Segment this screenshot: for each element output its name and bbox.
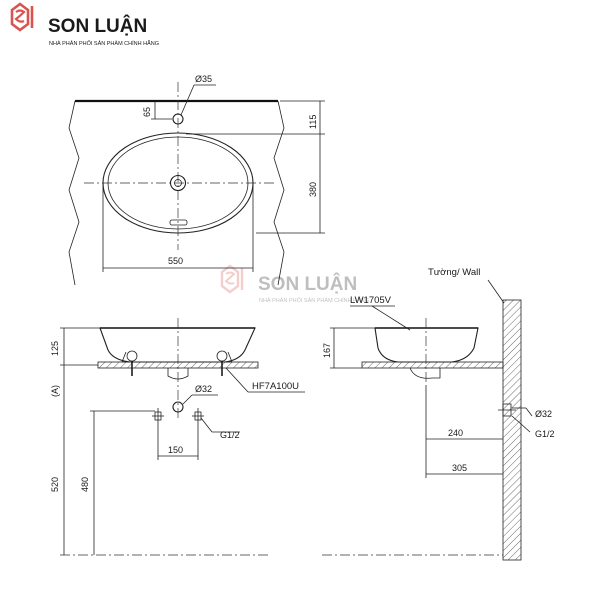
front-drain-pipe xyxy=(167,368,189,380)
side-dim-wall-to-center-label: 305 xyxy=(452,463,467,473)
brand-logo: SON LUẬN NHÀ PHÂN PHỐI SẢN PHẨM CHÍNH HÃ… xyxy=(10,2,159,47)
side-dim-wall-to-drain-label: 240 xyxy=(448,428,463,438)
side-view: Tường/ Wall LW1705V 167 Ø32 G1/2 240 xyxy=(322,267,555,561)
side-basin-body xyxy=(374,327,479,363)
side-counter-slab xyxy=(361,361,504,369)
front-dim-floor-to-counter-label: 520 xyxy=(50,477,60,492)
front-drain-outlet xyxy=(172,401,184,413)
front-dim-height-label: 125 xyxy=(50,341,60,356)
brand-name: SON LUẬN xyxy=(48,15,147,37)
wall-label-leader xyxy=(487,279,505,304)
watermark-mark-icon xyxy=(220,264,244,294)
dim-width-label: 550 xyxy=(168,256,183,266)
mounting-bracket-right-icon xyxy=(216,350,233,376)
front-counter-slab xyxy=(97,361,259,369)
front-dim-a-label: (A) xyxy=(50,385,60,397)
wall xyxy=(502,299,522,561)
brand-tagline: NHÀ PHÂN PHỐI SẢN PHẨM CHÍNH HÃNG xyxy=(49,40,159,47)
side-drain-diameter-label: Ø32 xyxy=(535,409,552,419)
front-dim-floor-to-drain-label: 480 xyxy=(80,477,90,492)
dim-top-to-center-label: 115 xyxy=(308,115,318,129)
basin-model-label: LW1705V xyxy=(350,295,392,306)
mounting-bracket-left-icon xyxy=(121,350,138,376)
logo-mark-icon xyxy=(10,2,34,32)
inlet-right-icon xyxy=(192,408,204,424)
overflow-slot xyxy=(169,219,188,226)
drain-model-label: HF7A100U xyxy=(252,381,299,392)
front-inlet-spacing-label: 150 xyxy=(168,445,183,455)
watermark-tagline: NHÀ PHÂN PHỐI SẢN PHẨM CHÍNH HÃNG xyxy=(259,297,369,304)
hole-diameter-label: Ø35 xyxy=(195,74,212,84)
watermark-logo: SON LUẬN NHÀ PHÂN PHỐI SẢN PHẨM CHÍNH HÃ… xyxy=(220,264,369,304)
drain-model-leader xyxy=(225,367,249,393)
dim-hole-offset-label: 65 xyxy=(142,107,152,117)
front-inlet-thread-label: G1/2 xyxy=(220,430,240,440)
top-view: Ø35 65 115 380 550 xyxy=(68,74,325,286)
break-line-right xyxy=(273,100,285,286)
wall-outlet-icon xyxy=(498,403,516,417)
break-line-left xyxy=(68,100,80,286)
front-basin-body xyxy=(99,327,256,363)
side-dim-height-label: 167 xyxy=(322,343,332,358)
hole-leader xyxy=(180,84,195,116)
inlet-left-icon xyxy=(152,408,164,424)
dim-depth-label: 380 xyxy=(308,182,318,197)
watermark-brand-name: SON LUẬN xyxy=(258,273,357,295)
side-inlet-thread-label: G1/2 xyxy=(535,429,555,439)
drain-outer xyxy=(169,174,187,192)
tap-hole xyxy=(172,113,184,125)
side-drain-pipe xyxy=(409,367,441,379)
basin-model-leader xyxy=(371,305,411,331)
front-drain-diameter-label: Ø32 xyxy=(195,384,212,394)
wall-label: Tường/ Wall xyxy=(428,267,480,278)
drain-inner xyxy=(174,179,182,187)
front-view: HF7A100U 125 (A) Ø32 G1/2 xyxy=(50,318,305,556)
